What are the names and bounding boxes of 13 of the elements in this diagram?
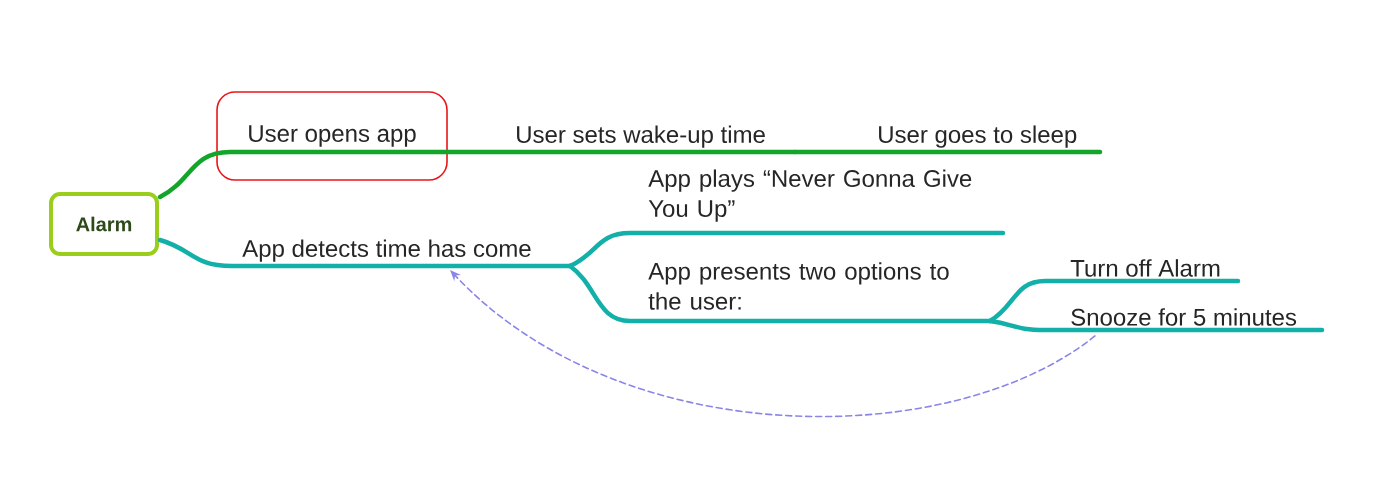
branch-line xyxy=(987,318,1325,333)
dashed-arrow xyxy=(450,270,1096,417)
topic-label: App presents two options to the user: xyxy=(648,262,949,310)
root-box: Alarm xyxy=(49,192,159,256)
branch-line xyxy=(792,149,1103,155)
topic-label: App plays “Never Gonna Give You Up” xyxy=(648,169,972,222)
topic-label: User goes to sleep xyxy=(879,125,1077,148)
topic-label: Snooze for 5 minutes xyxy=(1071,308,1297,326)
highlighted-topic: User opens app xyxy=(216,91,448,181)
topic-label: Turn off Alarm xyxy=(1070,259,1220,277)
branch-line xyxy=(567,230,1006,269)
topic-label: App detects time has come xyxy=(242,239,531,262)
topic-label: User sets wake-up time xyxy=(517,125,765,148)
